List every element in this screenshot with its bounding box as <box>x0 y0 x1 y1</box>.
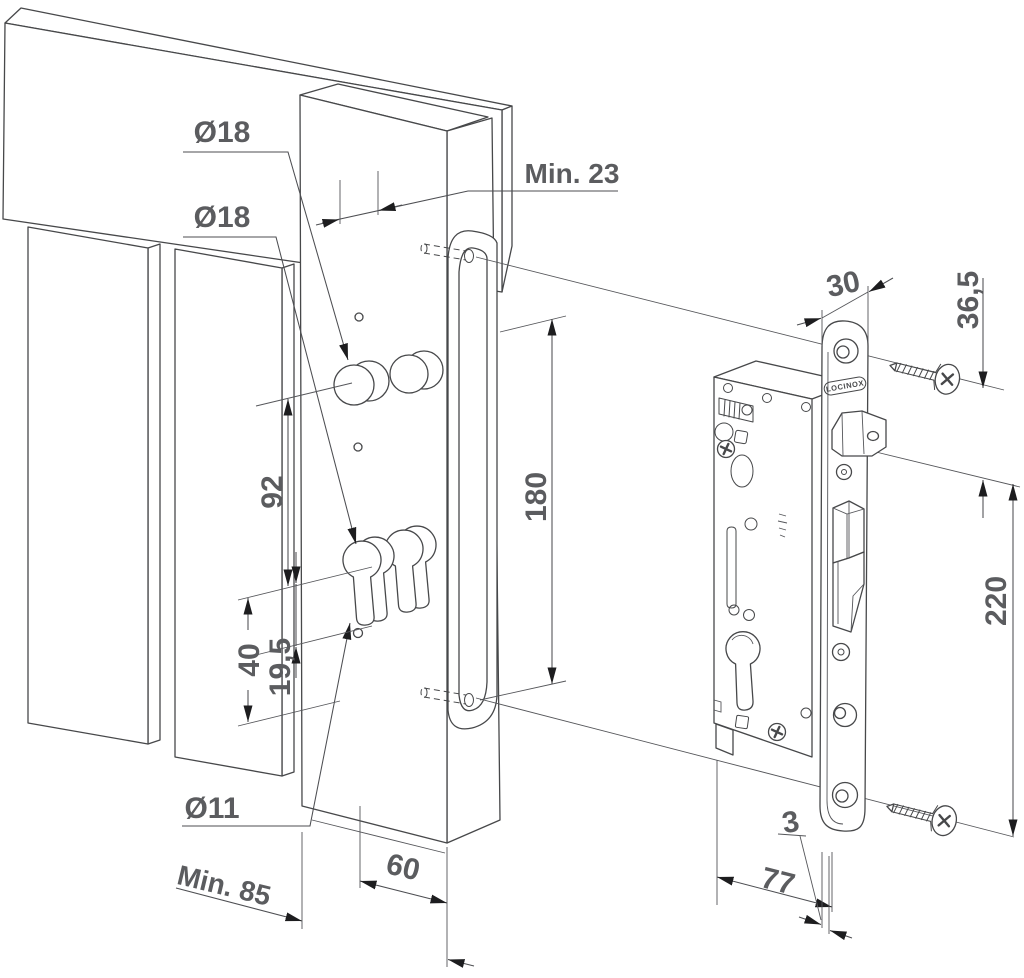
stamp-mark <box>777 513 788 538</box>
dim-label: 60 <box>383 848 423 888</box>
dimension-min-profile-width: Min. 85 <box>174 832 475 968</box>
dim-label: Min. 85 <box>174 859 274 911</box>
dimension-stem-spacing: 19,5 <box>255 552 373 696</box>
pivot-screw <box>831 642 851 662</box>
dim-label: 30 <box>824 265 864 304</box>
dimension-top-screw-offset: 36,5 <box>952 271 988 518</box>
dimension-cylinder-hole-dia: Ø18 <box>183 201 357 545</box>
dim-label: 220 <box>980 576 1013 626</box>
dim-label: 19,5 <box>264 638 297 696</box>
dimension-faceplate-width: 30 <box>796 265 894 346</box>
mounting-screw <box>889 362 961 395</box>
euro-cylinder-cutout <box>725 631 761 711</box>
dimension-top-hole-dia: Ø18 <box>183 116 349 361</box>
dim-label: Ø18 <box>194 116 251 149</box>
latch-bolt <box>832 500 865 633</box>
mounting-screw <box>886 803 958 837</box>
pivot-screw <box>835 463 853 481</box>
dim-label: 36,5 <box>952 271 985 329</box>
case-screw <box>767 722 787 742</box>
top-drill-hole <box>333 350 444 406</box>
dim-label: Ø18 <box>194 201 251 234</box>
case-screw <box>716 439 736 459</box>
euro-cylinder-hole <box>342 525 437 626</box>
dimension-profile-depth: 60 <box>359 806 448 904</box>
lock-post <box>299 83 501 854</box>
mortise-slot <box>447 230 498 730</box>
dimension-slot-height: 180 <box>479 315 567 701</box>
dimension-pilot-hole-dia: Ø11 <box>182 622 352 827</box>
dim-label: 3 <box>780 805 802 840</box>
pilot-hole <box>354 312 364 322</box>
dim-label: 77 <box>758 861 798 901</box>
dimension-hole-spacing: 92 <box>237 382 373 601</box>
lever-slot <box>726 526 737 609</box>
dim-label: 40 <box>233 643 266 676</box>
washer-hole <box>832 702 858 728</box>
axis-line <box>875 451 1021 488</box>
faceplate-screw-hole <box>831 781 859 809</box>
dimension-cylinder-offset: 40 <box>233 598 341 727</box>
lock-case <box>713 360 855 758</box>
faceplate-screw-hole <box>833 338 859 364</box>
gate-infill-bar <box>27 226 161 745</box>
dim-label: Min. 23 <box>525 158 620 189</box>
dim-label: 92 <box>256 475 289 508</box>
dimension-faceplate-height: 220 <box>980 484 1018 836</box>
pilot-hole <box>353 442 363 452</box>
faceplate: LOCINOX <box>819 320 887 832</box>
dim-label: 180 <box>520 472 553 522</box>
dim-label: Ø11 <box>184 792 239 825</box>
dimension-min-backset: Min. 23 <box>315 158 620 228</box>
pilot-hole <box>352 627 364 639</box>
dimension-faceplate-thickness: 3 <box>777 805 853 941</box>
adjustable-keep-bolt <box>831 410 887 457</box>
spring-mechanism-window <box>718 397 754 423</box>
dimension-case-depth: 77 <box>716 760 833 912</box>
fixing-pin-hidden <box>420 243 474 707</box>
